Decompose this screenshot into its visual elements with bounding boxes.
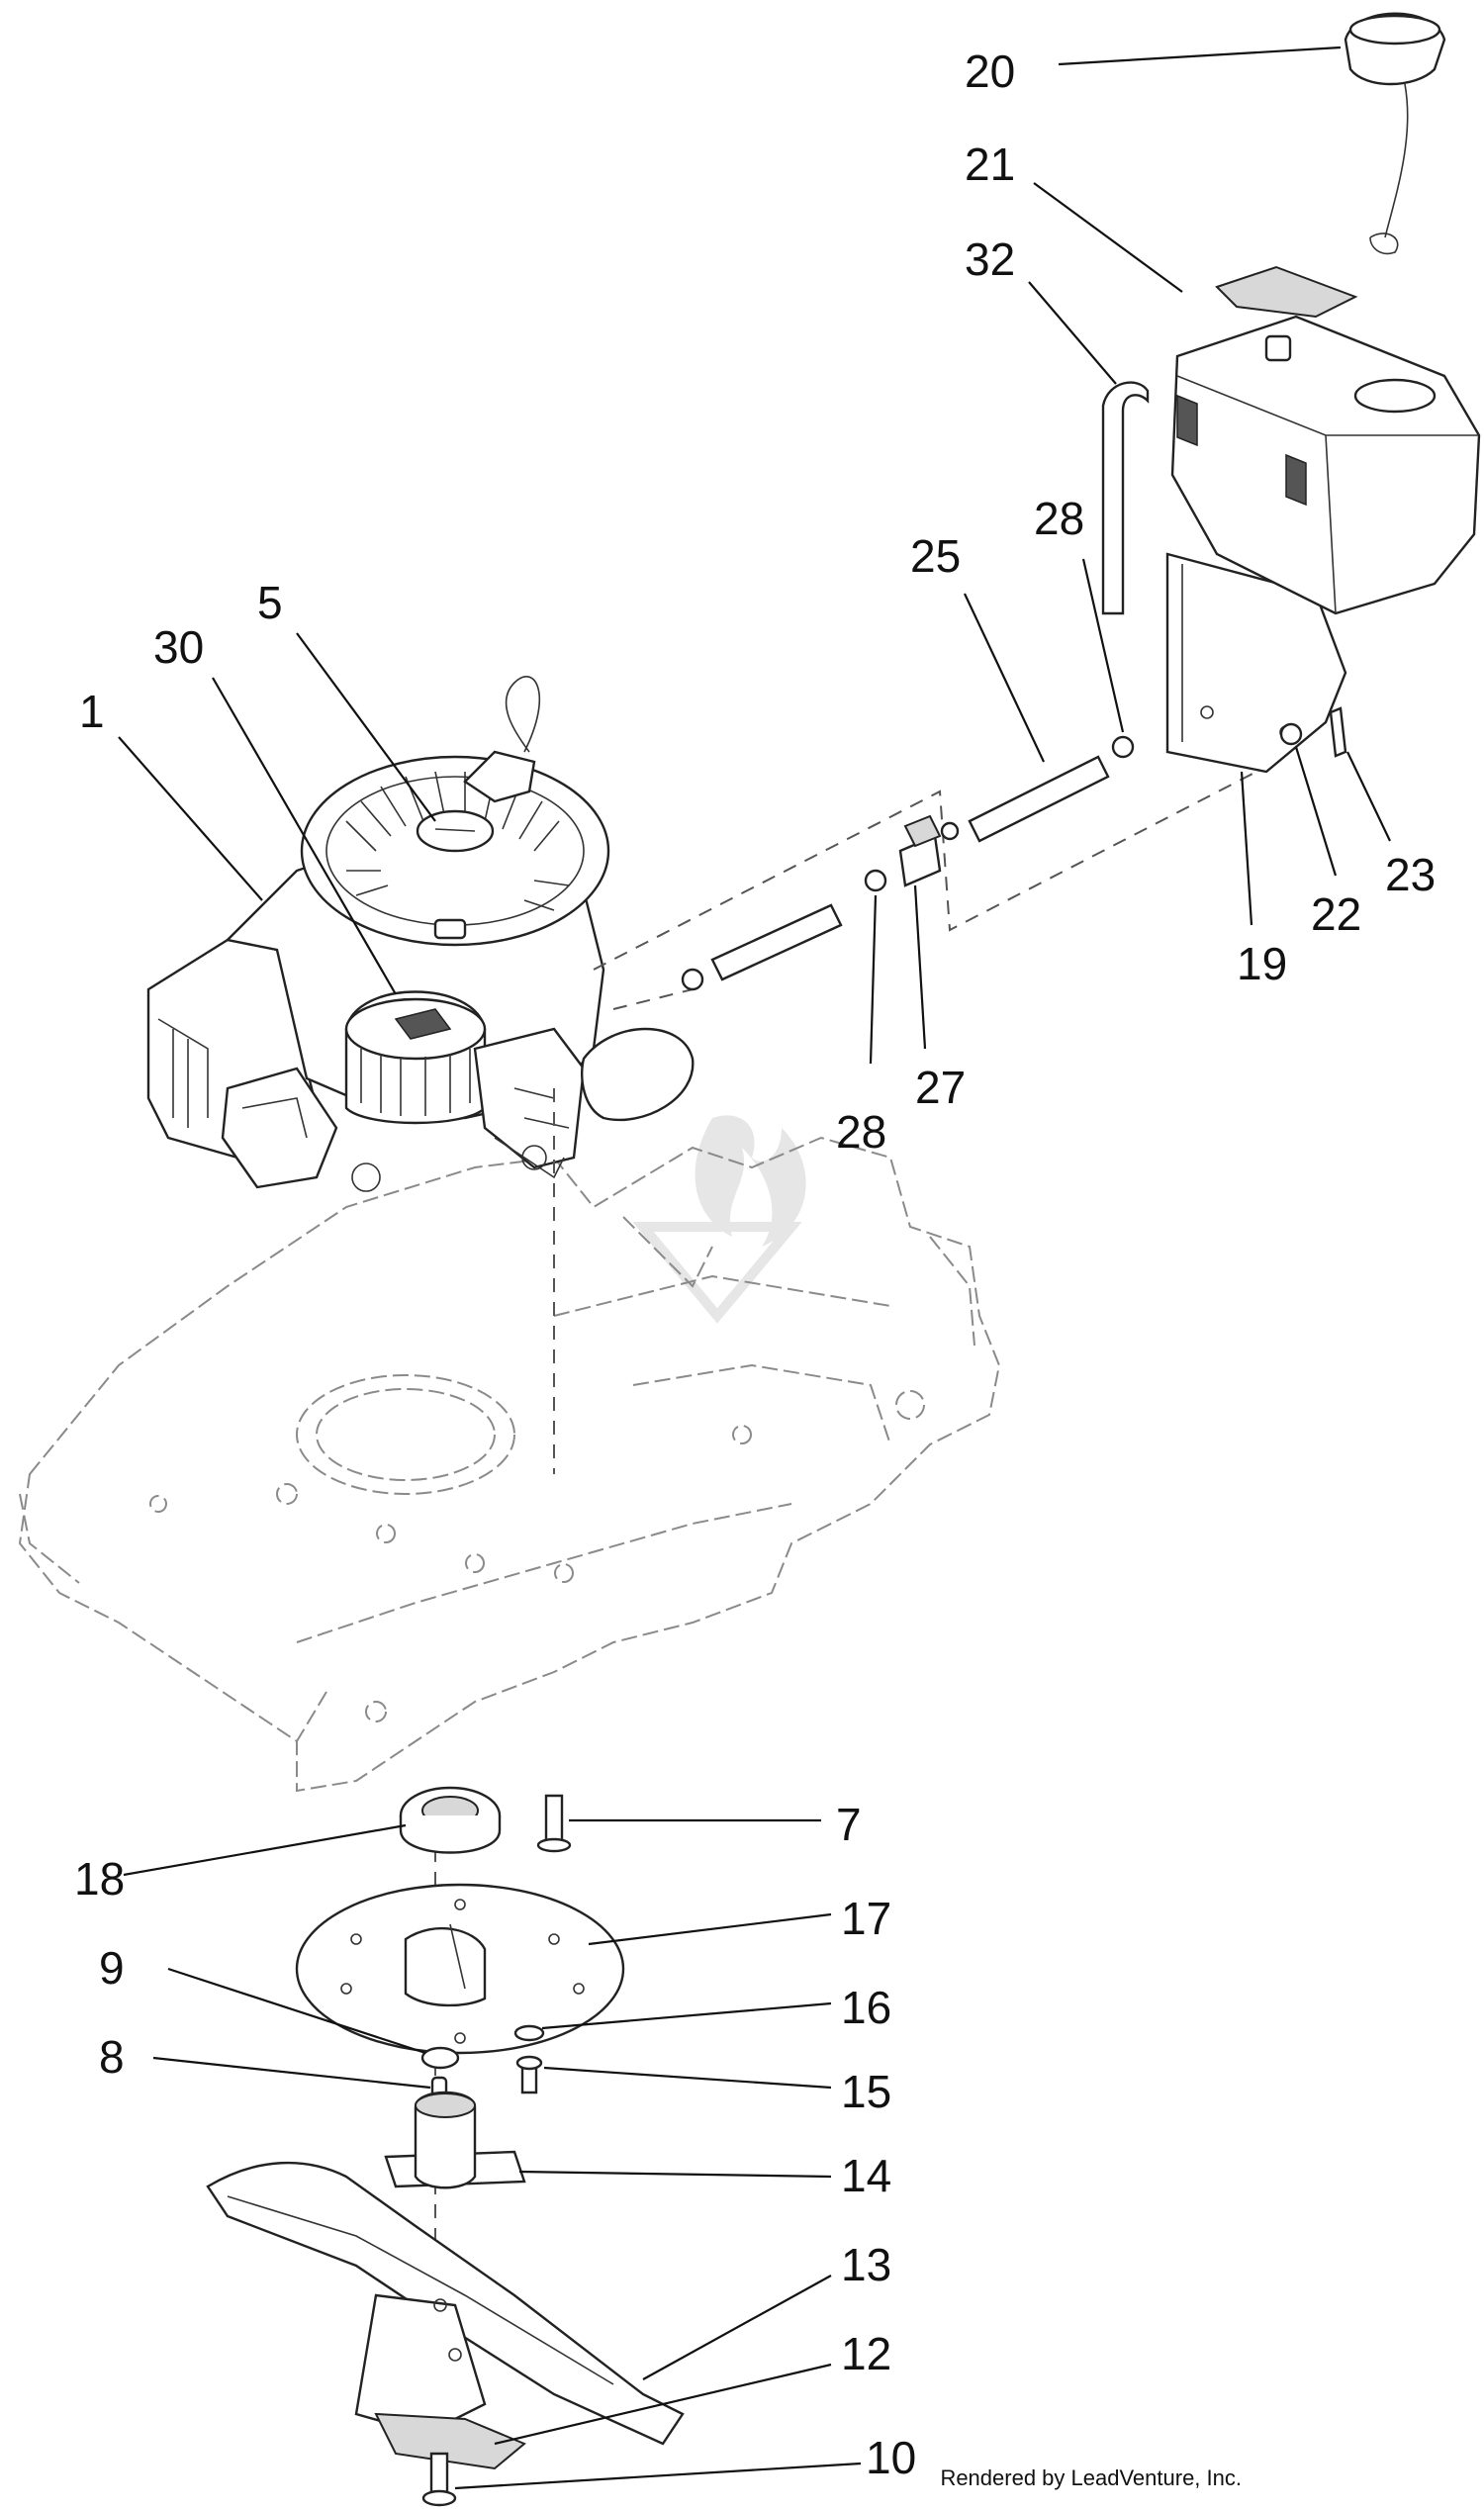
part-label-15: 15 (841, 2066, 891, 2117)
part-label-23: 23 (1385, 849, 1436, 900)
part-label-22: 22 (1311, 888, 1361, 940)
part-label-19: 19 (1237, 938, 1287, 989)
watermark-logo (632, 1115, 806, 1324)
part-label-28-upper: 28 (1034, 493, 1084, 544)
part-label-25: 25 (910, 530, 961, 582)
part-label-16: 16 (841, 1982, 891, 2033)
part-label-18: 18 (74, 1853, 125, 1905)
fuel-tank-assembly (1101, 12, 1481, 774)
part-label-21: 21 (965, 139, 1015, 190)
part-label-8: 8 (99, 2031, 125, 2083)
leader-lines (118, 46, 1391, 2490)
render-credit: Rendered by LeadVenture, Inc. (940, 2465, 1242, 2490)
part-label-7: 7 (836, 1799, 862, 1850)
part-label-14: 14 (841, 2150, 891, 2201)
part-label-5: 5 (257, 577, 283, 628)
part-label-30: 30 (153, 621, 204, 673)
part-label-32: 32 (965, 233, 1015, 285)
part-label-27: 27 (915, 1062, 966, 1113)
engine-assembly (146, 676, 695, 1192)
part-label-28-lower: 28 (836, 1106, 886, 1158)
part-label-10: 10 (866, 2432, 916, 2483)
part-label-17: 17 (841, 1893, 891, 1944)
part-label-9: 9 (99, 1942, 125, 1994)
part-labels: 1 5 30 20 21 32 25 28 28 27 19 22 23 7 1… (74, 46, 1436, 2483)
part-label-13: 13 (841, 2239, 891, 2290)
part-label-20: 20 (965, 46, 1015, 97)
mower-deck (18, 1136, 1001, 1793)
part-label-1: 1 (79, 686, 105, 737)
fuel-line-assembly (593, 706, 1347, 1010)
part-label-12: 12 (841, 2328, 891, 2379)
blade-assembly (206, 1088, 685, 2507)
